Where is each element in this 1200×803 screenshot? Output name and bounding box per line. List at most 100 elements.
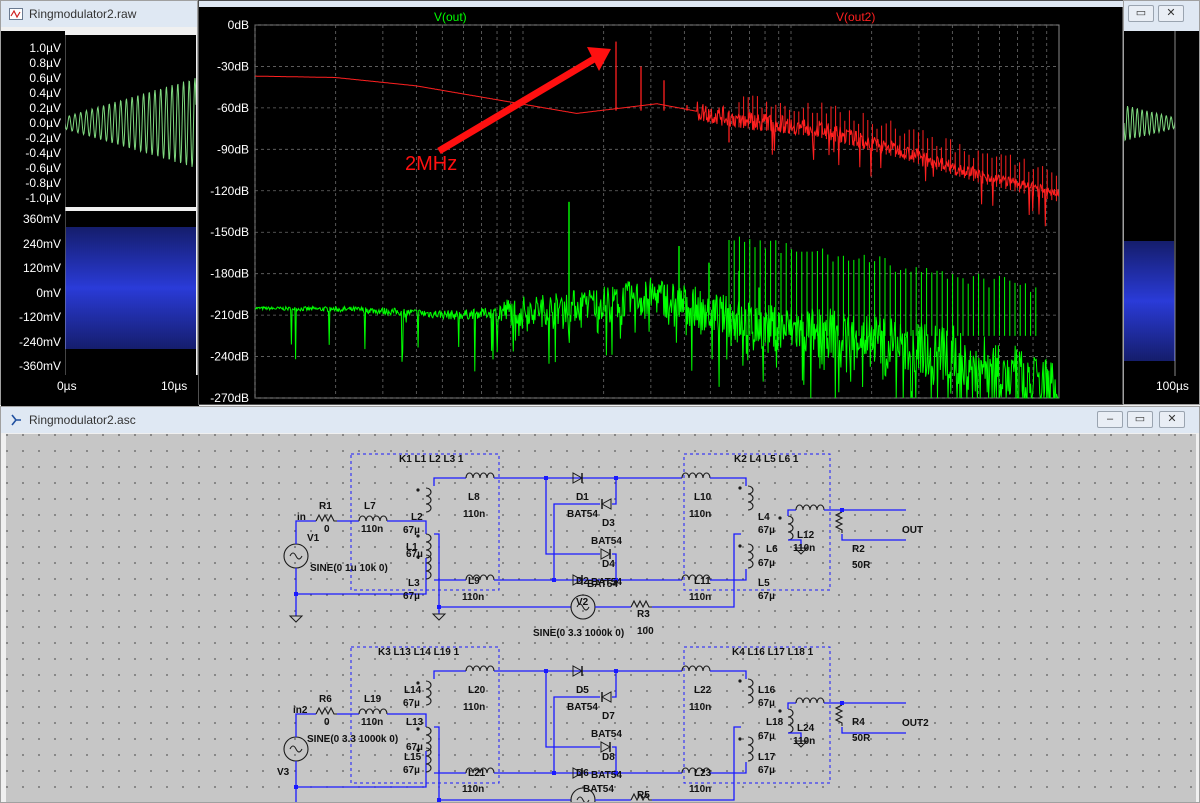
component-label: L22 — [694, 685, 712, 696]
diode[interactable] — [572, 472, 584, 484]
resistor[interactable] — [834, 511, 844, 533]
component-label: L15 — [404, 752, 422, 763]
component-label: 110n — [361, 524, 383, 535]
y-tick-top: 0.8µV — [29, 56, 61, 70]
component-label: D2 — [576, 576, 589, 587]
diode[interactable] — [572, 574, 584, 586]
inductor[interactable] — [681, 574, 711, 581]
component-label: 67µ — [758, 731, 775, 742]
inductor[interactable] — [465, 767, 495, 774]
y-tick-top: 0.2µV — [29, 101, 61, 115]
diode[interactable] — [600, 548, 612, 560]
waveform-app-icon — [9, 7, 23, 20]
window-titlebar[interactable]: Ringmodulator2.raw — [1, 1, 197, 27]
component-label: L2 — [411, 512, 423, 523]
inductor[interactable] — [795, 697, 825, 704]
coupling-directive: K2 L4 L5 L6 1 — [734, 454, 799, 465]
diode[interactable] — [600, 498, 612, 510]
inductor[interactable] — [778, 515, 794, 541]
component-label: D1 — [576, 492, 589, 503]
restore-button[interactable]: ▭ — [1128, 5, 1154, 22]
diode[interactable] — [600, 691, 612, 703]
component-label: BAT54 — [591, 729, 622, 740]
component-label: BAT54 — [587, 579, 618, 590]
ground-symbol — [288, 615, 304, 623]
inductor[interactable] — [778, 708, 794, 734]
inductor[interactable] — [416, 680, 432, 706]
y-tick-label: -240dB — [210, 350, 249, 364]
inductor[interactable] — [358, 515, 388, 522]
component-label: SINE(0 1u 10k 0) — [310, 563, 388, 574]
resistor[interactable] — [834, 704, 844, 726]
inductor[interactable] — [465, 665, 495, 672]
y-tick-bottom: -240mV — [18, 334, 61, 349]
y-tick-bottom: -360mV — [18, 359, 61, 373]
inductor[interactable] — [416, 487, 432, 513]
inductor[interactable] — [681, 767, 711, 774]
resistor[interactable] — [315, 513, 337, 523]
component-label: 110n — [463, 509, 485, 520]
inductor[interactable] — [416, 533, 432, 559]
component-label: 110n — [361, 717, 383, 728]
component-label: L14 — [404, 685, 422, 696]
close-button-schematic[interactable]: ✕ — [1159, 411, 1185, 428]
component-label: 67µ — [406, 742, 423, 753]
diode[interactable] — [572, 767, 584, 779]
inductor[interactable] — [416, 554, 432, 580]
inductor[interactable] — [681, 665, 711, 672]
component-label: R3 — [637, 609, 650, 620]
wire — [545, 478, 600, 555]
wire — [553, 503, 600, 580]
inductor[interactable] — [738, 678, 754, 704]
diode[interactable] — [572, 665, 584, 677]
junction — [552, 771, 556, 775]
component-label: L21 — [468, 768, 486, 779]
component-label: R5 — [637, 790, 650, 801]
maximize-button[interactable]: ▭ — [1127, 411, 1153, 428]
inductor[interactable] — [416, 747, 432, 773]
y-tick-label: -30dB — [217, 59, 249, 73]
wire — [434, 533, 571, 608]
x-tick-10us: 10µs — [161, 379, 188, 393]
component-label: 0 — [324, 524, 330, 535]
y-tick-label: -150dB — [210, 225, 249, 239]
inductor[interactable] — [738, 543, 754, 569]
legend-vout: V(out) — [434, 10, 467, 24]
minimize-button[interactable]: – — [1097, 411, 1123, 428]
fft-plot[interactable]: 0dB-30dB-60dB-90dB-120dB-150dB-180dB-210… — [199, 1, 1124, 406]
inductor[interactable] — [795, 504, 825, 511]
wire — [710, 762, 747, 774]
resistor[interactable] — [315, 706, 337, 716]
y-tick-label: -120dB — [210, 184, 249, 198]
inductor[interactable] — [465, 472, 495, 479]
ground-symbol — [431, 613, 447, 621]
diode[interactable] — [600, 741, 612, 753]
inductor[interactable] — [738, 485, 754, 511]
inductor[interactable] — [465, 574, 495, 581]
schematic-titlebar[interactable]: Ringmodulator2.asc – ▭ ✕ — [1, 407, 1199, 433]
window-titlebar-right[interactable]: ▭ ✕ — [1124, 1, 1199, 31]
component-label: L6 — [766, 544, 778, 555]
inductor[interactable] — [358, 708, 388, 715]
x-tick-100us: 100µs — [1156, 379, 1189, 393]
component-label: L10 — [694, 492, 712, 503]
component-label: BAT54 — [567, 702, 598, 713]
resistor[interactable] — [630, 599, 652, 609]
waveform-traces — [65, 35, 196, 375]
resistor[interactable] — [630, 792, 652, 802]
wire — [612, 671, 617, 698]
inductor[interactable] — [416, 726, 432, 752]
coupling-box — [350, 453, 500, 591]
junction — [544, 669, 548, 673]
inductor[interactable] — [681, 472, 711, 479]
wire — [553, 696, 600, 773]
inductor[interactable] — [738, 736, 754, 762]
component-label: 110n — [689, 784, 711, 795]
close-button[interactable]: ✕ — [1158, 5, 1184, 22]
component-label: 110n — [689, 702, 711, 713]
y-tick-top: 0.6µV — [29, 71, 61, 85]
fft-window-titlebar-edge[interactable] — [199, 1, 1124, 7]
component-label: 110n — [689, 509, 711, 520]
